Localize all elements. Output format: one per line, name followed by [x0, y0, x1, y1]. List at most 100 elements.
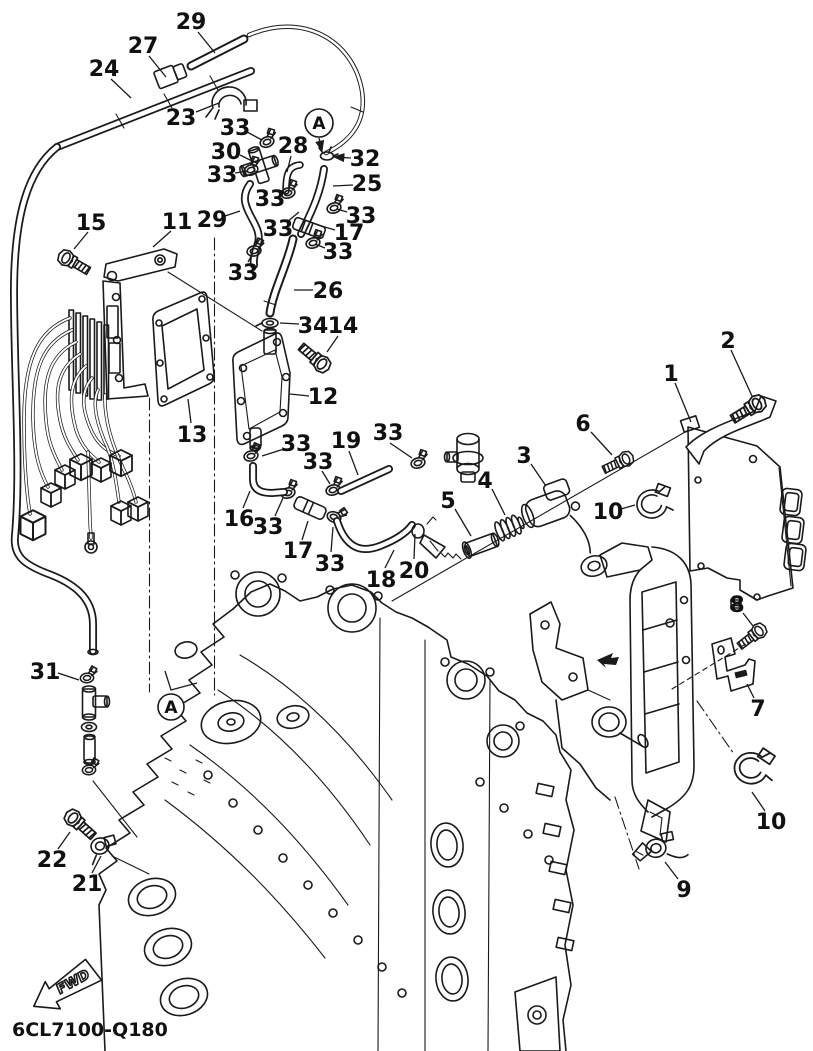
sleeve-5 [461, 532, 500, 560]
leader-line-29 [197, 31, 216, 54]
detail-marker-arrow [315, 137, 325, 153]
callout-label-29: 29 [197, 208, 228, 233]
bracket-7 [711, 637, 756, 692]
callout-label-26: 26 [313, 279, 344, 304]
callout-label-28: 28 [278, 134, 309, 159]
joint-17-lower [293, 496, 327, 520]
callout-label-2: 2 [720, 329, 735, 354]
leader-line-33 [247, 252, 254, 263]
callout-label-17: 17 [334, 221, 365, 246]
engine-block-art [98, 570, 575, 1051]
callout-label-33: 33 [263, 217, 294, 242]
callout-label-10: 10 [756, 810, 787, 835]
align-line [167, 271, 263, 332]
leader-line-10 [620, 504, 636, 510]
harness-tube [10, 143, 99, 656]
elbow-28 [282, 161, 304, 195]
sensor-3 [520, 478, 592, 554]
pipe-24 [53, 67, 255, 151]
callout-label-33: 33 [315, 552, 346, 577]
leader-line-33 [389, 442, 413, 459]
detail-marker-circle-1 [304, 108, 334, 138]
callout-label-25: 25 [352, 172, 383, 197]
grommet-34 [255, 317, 279, 329]
spark-plug-wires [22, 316, 138, 540]
callout-label-33: 33 [373, 421, 404, 446]
leader-line-24 [110, 78, 132, 99]
leader-line-2 [730, 349, 753, 397]
leader-line-23 [195, 102, 220, 113]
callout-label-29: 29 [176, 10, 207, 35]
callout-label-3: 3 [516, 444, 531, 469]
callout-label-33: 33 [255, 187, 286, 212]
valve-20 [411, 516, 462, 560]
hose-29-loop [246, 24, 366, 156]
leader-line-1 [674, 382, 692, 423]
callout-label-7: 7 [750, 697, 765, 722]
diagram-part-code: 6CL7100-Q180 [12, 1019, 168, 1041]
coil-stack [68, 309, 110, 401]
callout-label-14: 14 [328, 314, 359, 339]
callout-label-11: 11 [162, 210, 193, 235]
hose-25 [297, 165, 328, 238]
callout-label-19: 19 [331, 429, 362, 454]
leader-line-33 [246, 131, 263, 141]
callout-label-27: 27 [128, 34, 159, 59]
callout-label-33: 33 [281, 432, 312, 457]
callout-label-23: 23 [166, 106, 197, 131]
callout-label-33: 33 [220, 116, 251, 141]
t-fitting-30 [239, 146, 279, 185]
holder-23 [205, 86, 258, 120]
detail-marker-circle-2 [157, 693, 185, 721]
callout-label-33: 33 [303, 450, 334, 475]
leader-line-17 [317, 224, 336, 231]
hose-29-upper [186, 34, 249, 71]
callout-label-15: 15 [76, 211, 107, 236]
harness-connectors [19, 449, 149, 554]
leader-line-12 [289, 393, 310, 397]
leader-line-20 [413, 533, 416, 560]
callout-label-16: 16 [224, 507, 255, 532]
leader-line-10 [751, 791, 766, 812]
callout-label-34: 34 [298, 314, 329, 339]
fwd-direction-arrow: FWD [32, 958, 103, 1010]
callout-label-33: 33 [207, 163, 238, 188]
callout-label-33: 33 [346, 204, 377, 229]
leader-line-29 [224, 210, 241, 217]
joint-17-upper [291, 216, 327, 240]
spacer-8 [730, 596, 742, 612]
ecu-unit [687, 426, 807, 601]
leader-line-32 [332, 153, 352, 163]
mount-line-10 [696, 700, 735, 755]
bushing-4 [494, 514, 525, 542]
clamp-9 [631, 830, 689, 862]
callout-label-20: 20 [399, 559, 430, 584]
leader-line-11 [152, 230, 172, 248]
leader-line-33 [321, 470, 331, 485]
callout-label-30: 30 [211, 140, 242, 165]
leader-line-33 [286, 211, 300, 223]
leader-line-33 [278, 191, 287, 196]
leader-line-33 [274, 497, 284, 517]
callout-label-6: 6 [575, 412, 590, 437]
leader-line-17 [301, 520, 309, 541]
callout-label-24: 24 [89, 57, 120, 82]
callout-label-33: 33 [253, 515, 284, 540]
callout-label-10: 10 [593, 500, 624, 525]
hose-16 [249, 462, 288, 497]
leader-line-33 [314, 243, 326, 249]
leader-line-7 [746, 683, 755, 699]
leader-line-16 [242, 490, 251, 509]
bolt-15 [54, 246, 94, 279]
leader-line-15 [73, 231, 89, 250]
leader-line-13 [187, 398, 192, 424]
leader-line-3 [530, 463, 547, 487]
callout-label-21: 21 [72, 872, 103, 897]
diagram-line-art: FWD [10, 24, 807, 1051]
callout-label-1: 1 [663, 362, 678, 387]
callout-label-31: 31 [30, 660, 61, 685]
detail-marker-label-1: A [312, 114, 326, 134]
leader-line-33 [330, 526, 334, 553]
